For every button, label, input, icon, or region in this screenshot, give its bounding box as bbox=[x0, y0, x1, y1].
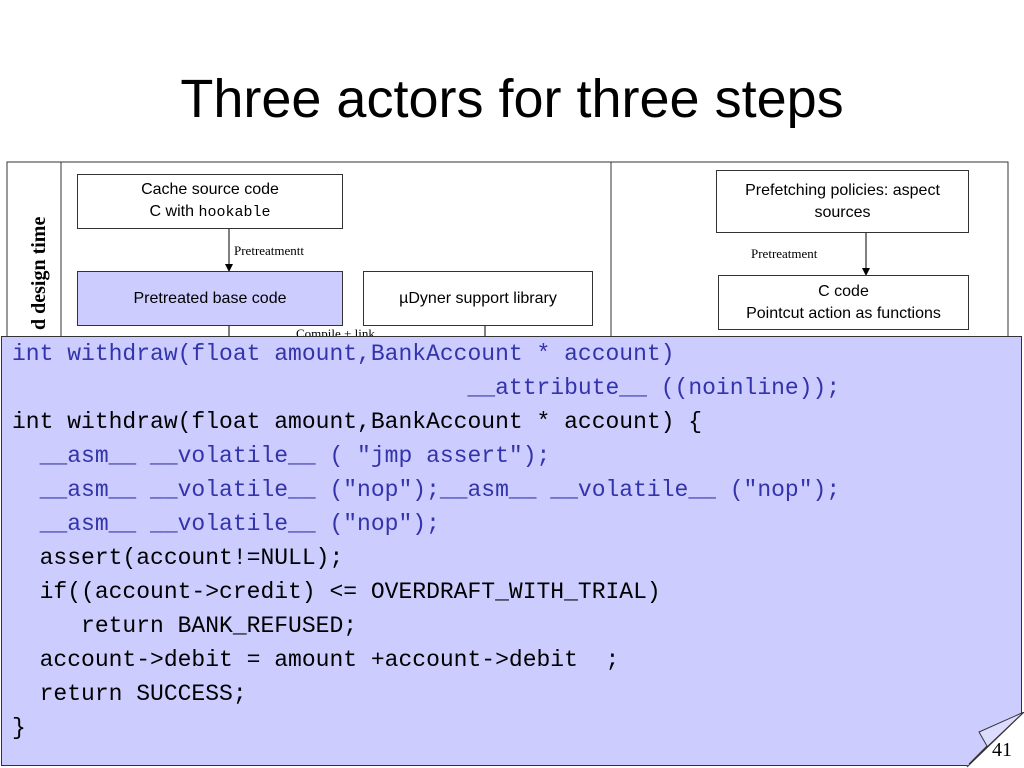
code-line: __asm__ __volatile__ ("nop"); bbox=[12, 507, 840, 541]
udyner-support-library-box: µDyner support library bbox=[363, 271, 593, 326]
code-line: account->debit = amount +account->debit … bbox=[12, 643, 840, 677]
cache-source-line1: Cache source code bbox=[141, 181, 279, 198]
code-indent bbox=[12, 545, 40, 571]
prefetching-policies-text: Prefetching policies: aspect sources bbox=[745, 181, 940, 221]
c-code-line1: C code bbox=[818, 282, 869, 300]
code-line: return SUCCESS; bbox=[12, 677, 840, 711]
code-indent bbox=[12, 613, 81, 639]
code-text: __asm__ __volatile__ ("nop");__asm__ __v… bbox=[39, 477, 841, 503]
c-code-box: C code Pointcut action as functions bbox=[718, 275, 969, 330]
code-text: return BANK_REFUSED; bbox=[81, 613, 358, 639]
code-line: int withdraw(float amount,BankAccount * … bbox=[12, 337, 840, 371]
code-text: account->debit = amount +account->debit … bbox=[39, 647, 620, 673]
cache-source-line2: C with hookable bbox=[150, 201, 271, 224]
pretreated-base-code-box: Pretreated base code bbox=[77, 271, 343, 326]
code-line: assert(account!=NULL); bbox=[12, 541, 840, 575]
page-number: 41 bbox=[992, 739, 1012, 761]
cache-source-box: Cache source code C with hookable bbox=[77, 174, 343, 229]
slide-title: Three actors for three steps bbox=[180, 69, 844, 129]
code-indent bbox=[12, 647, 40, 673]
code-line: __attribute__ ((noinline)); bbox=[12, 371, 840, 405]
pretreatment-label-right: Pretreatment bbox=[751, 246, 818, 261]
code-text: __asm__ __volatile__ ( "jmp assert"); bbox=[39, 443, 551, 469]
code-text: return SUCCESS; bbox=[39, 681, 247, 707]
code-text: __attribute__ ((noinline)); bbox=[467, 375, 841, 401]
hookable-keyword: hookable bbox=[198, 204, 271, 221]
code-indent bbox=[12, 443, 40, 469]
code-line: if((account->credit) <= OVERDRAFT_WITH_T… bbox=[12, 575, 840, 609]
c-code-line2: Pointcut action as functions bbox=[746, 304, 941, 322]
code-line: __asm__ __volatile__ ("nop");__asm__ __v… bbox=[12, 473, 841, 507]
code-text: } bbox=[12, 715, 26, 741]
folded-corner bbox=[965, 712, 1024, 768]
code-line: } bbox=[12, 711, 840, 745]
code-line: int withdraw(float amount,BankAccount * … bbox=[12, 405, 840, 439]
code-indent bbox=[12, 681, 40, 707]
code-text: __asm__ __volatile__ ("nop"); bbox=[39, 511, 440, 537]
pretreatment-label-left: Pretreatmentt bbox=[234, 243, 305, 258]
code-text: int withdraw(float amount,BankAccount * … bbox=[12, 409, 703, 435]
design-time-label: d design time bbox=[28, 216, 50, 330]
code-line: return BANK_REFUSED; bbox=[12, 609, 840, 643]
code-indent bbox=[12, 579, 40, 605]
code-indent bbox=[12, 511, 40, 537]
code-text: if((account->credit) <= OVERDRAFT_WITH_T… bbox=[39, 579, 661, 605]
code-indent bbox=[12, 477, 40, 503]
code-listing: int withdraw(float amount,BankAccount * … bbox=[12, 337, 840, 745]
cache-source-prefix: C with bbox=[149, 203, 199, 220]
prefetching-policies-box: Prefetching policies: aspect sources bbox=[716, 170, 969, 233]
code-text: assert(account!=NULL); bbox=[39, 545, 344, 571]
code-line: __asm__ __volatile__ ( "jmp assert"); bbox=[12, 439, 840, 473]
code-text: int withdraw(float amount,BankAccount * … bbox=[12, 341, 675, 367]
code-indent bbox=[12, 375, 467, 401]
code-panel: int withdraw(float amount,BankAccount * … bbox=[1, 336, 1022, 766]
